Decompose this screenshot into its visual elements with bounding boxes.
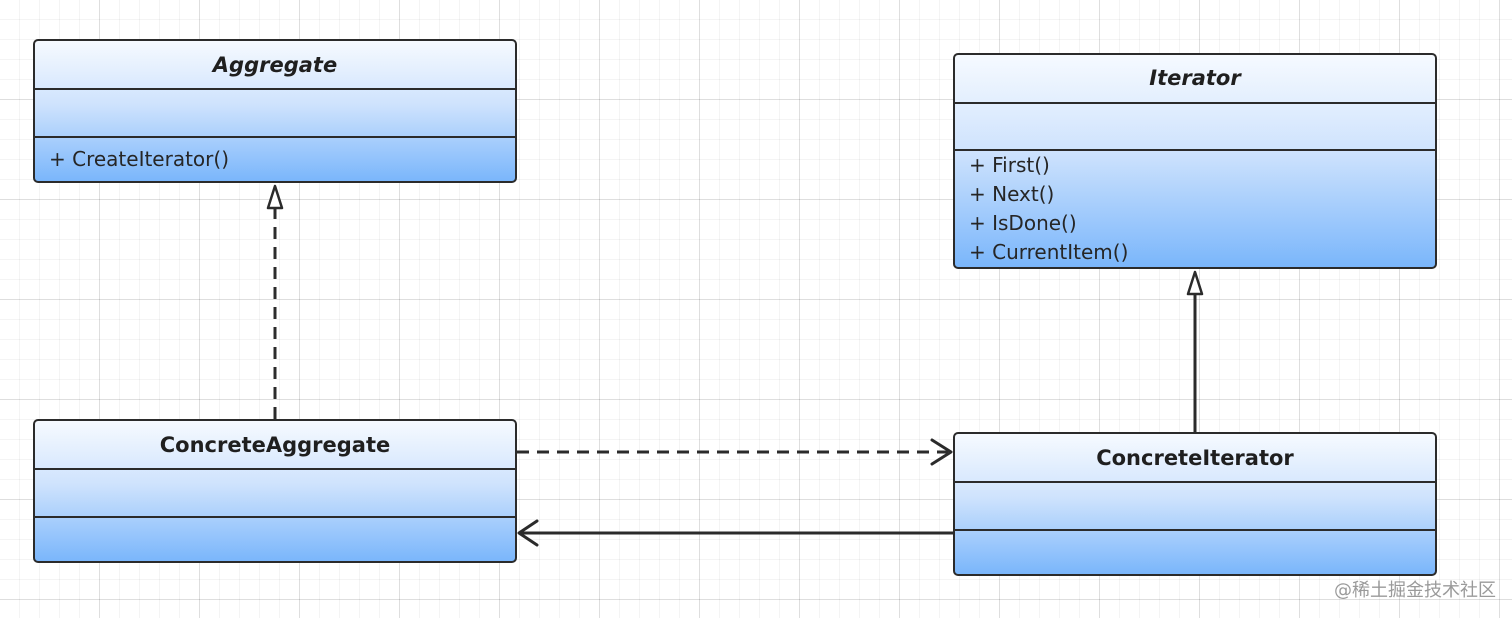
aggregate-attributes [35,88,515,136]
method-first: + First() [969,153,1050,177]
method-current-item: + CurrentItem() [969,240,1129,264]
iterator-class[interactable]: Iterator + First() + Next() + IsDone() +… [953,53,1437,269]
dependency-create-edge[interactable] [517,438,953,466]
concrete-aggregate-class-name: ConcreteAggregate [159,432,391,457]
aggregate-class-name: Aggregate [212,52,338,77]
association-aggregate-edge[interactable] [517,519,953,547]
concrete-iterator-methods [955,529,1435,574]
aggregate-methods: + CreateIterator() [35,136,515,181]
concrete-iterator-class[interactable]: ConcreteIterator [953,432,1437,576]
concrete-aggregate-attributes [35,468,515,516]
method-create-iterator: + CreateIterator() [49,147,229,171]
concrete-aggregate-class[interactable]: ConcreteAggregate [33,419,517,563]
iterator-class-name: Iterator [1149,66,1241,91]
method-next: + Next() [969,182,1055,206]
watermark: @稀土掘金技术社区 [1334,580,1496,601]
concrete-iterator-class-name: ConcreteIterator [1096,445,1294,470]
generalization-iterator-edge[interactable] [1186,270,1204,432]
concrete-iterator-attributes [955,481,1435,529]
iterator-attributes [955,101,1435,150]
aggregate-class[interactable]: Aggregate + CreateIterator() [33,39,517,183]
concrete-aggregate-methods [35,516,515,561]
method-is-done: + IsDone() [969,211,1077,235]
realization-aggregate-edge[interactable] [266,184,284,419]
iterator-methods: + First() + Next() + IsDone() + CurrentI… [955,149,1435,267]
